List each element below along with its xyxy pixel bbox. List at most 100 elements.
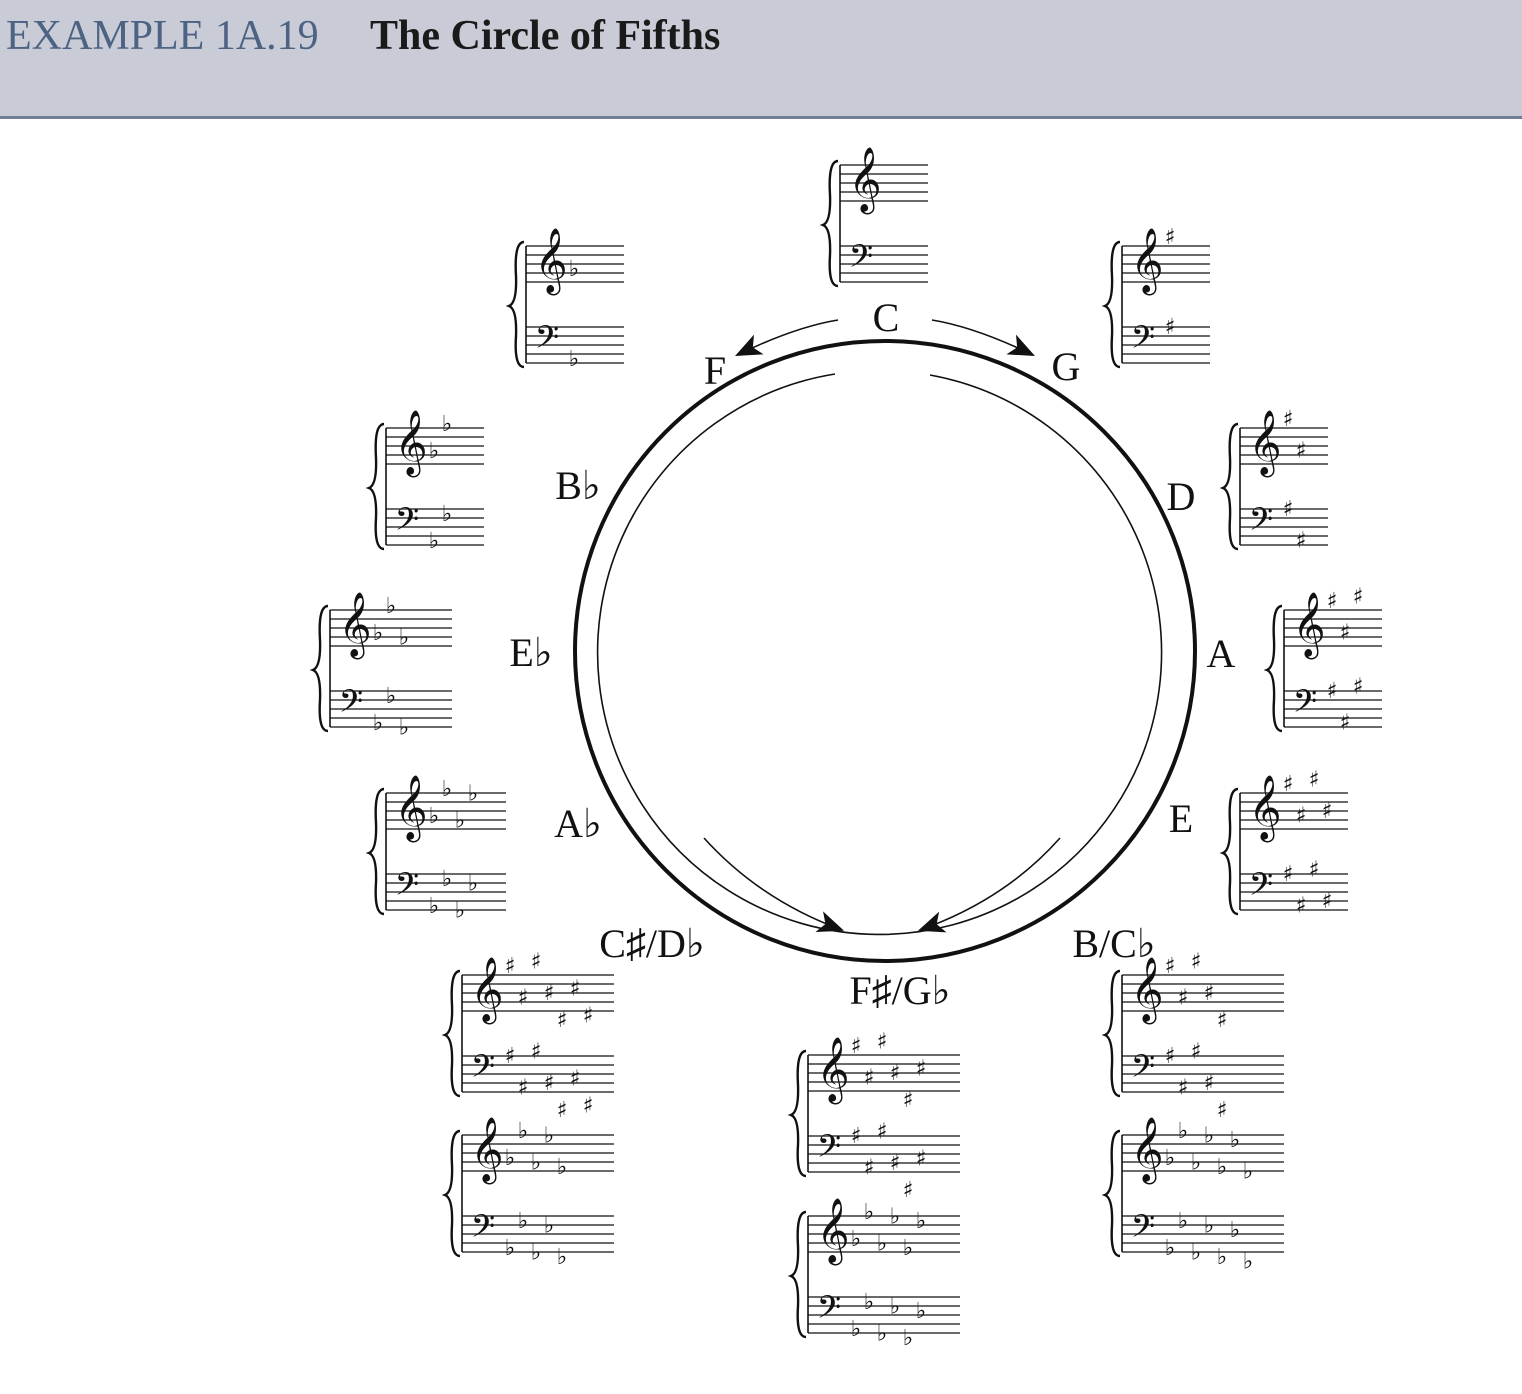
- bass-staff-lines: [462, 1055, 614, 1093]
- flat-icon: ♭: [386, 594, 396, 619]
- flat-icon: ♭: [864, 1290, 874, 1315]
- bass-clef-icon: 𝄢: [817, 1128, 841, 1172]
- bass-staff-lines: [1122, 1055, 1284, 1093]
- bass-staff-lines: [1240, 508, 1328, 546]
- flat-icon: ♭: [429, 804, 439, 829]
- bass-staff-lines: [808, 1296, 960, 1334]
- flat-icon: ♭: [429, 439, 439, 464]
- brace-icon: [309, 604, 329, 733]
- sharp-icon: ♯: [531, 950, 542, 975]
- sharp-icon: ♯: [903, 1178, 914, 1203]
- flat-icon: ♭: [1243, 1250, 1253, 1275]
- flat-icon: ♭: [468, 782, 478, 807]
- inner-arc: [596, 373, 1163, 936]
- flat-icon: ♭: [518, 1119, 528, 1144]
- sharp-icon: ♯: [851, 1124, 862, 1149]
- bass-staff-lines: [330, 690, 452, 728]
- flat-icon: ♭: [455, 899, 465, 924]
- key-label-e: E: [1169, 796, 1193, 841]
- key-label-ab: A♭: [554, 801, 602, 846]
- flat-icon: ♭: [1165, 1236, 1175, 1261]
- grand-staff-cs: 𝄞♯♯♯♯♯♯♯𝄢♯♯♯♯♯♯♯: [441, 950, 614, 1123]
- grand-staff-a: 𝄞♯♯♯𝄢♯♯♯: [1263, 585, 1382, 736]
- flat-icon: ♭: [531, 1151, 541, 1176]
- treble-staff-lines: [386, 792, 506, 830]
- sharp-icon: ♯: [1204, 1071, 1215, 1096]
- sharp-icon: ♯: [570, 977, 581, 1002]
- bass-clef-icon: 𝄢: [1131, 1048, 1155, 1092]
- key-label-b: B/C♭: [1072, 921, 1155, 966]
- key-label-eb: E♭: [509, 630, 552, 675]
- flat-icon: ♭: [531, 1241, 541, 1266]
- treble-clef-icon: 𝄞: [338, 592, 371, 659]
- sharp-icon: ♯: [864, 1066, 875, 1091]
- flat-icon: ♭: [1178, 1119, 1188, 1144]
- bass-clef-icon: 𝄢: [395, 501, 419, 545]
- brace-icon: [819, 159, 839, 288]
- flat-icon: ♭: [544, 1124, 554, 1149]
- treble-staff-lines: [1122, 1134, 1284, 1172]
- flat-icon: ♭: [429, 529, 439, 554]
- sharp-icon: ♯: [1217, 1008, 1228, 1033]
- brace-icon: [441, 1129, 461, 1258]
- key-label-a: A: [1207, 631, 1236, 676]
- arrow-bottom-left: [703, 837, 845, 933]
- sharp-icon: ♯: [851, 1034, 862, 1059]
- brace-icon: [441, 969, 461, 1098]
- bass-clef-icon: 𝄢: [817, 1289, 841, 1333]
- bass-staff-lines: [462, 1215, 614, 1253]
- grand-staff-d: 𝄞♯♯𝄢♯♯: [1219, 407, 1328, 554]
- brace-icon: [1101, 240, 1121, 369]
- bass-clef-icon: 𝄢: [471, 1048, 495, 1092]
- flat-icon: ♭: [399, 626, 409, 651]
- grand-staff-cs: 𝄞♭♭♭♭♭𝄢♭♭♭♭♭: [441, 1117, 614, 1270]
- brace-icon: [1263, 604, 1283, 733]
- sharp-icon: ♯: [1283, 407, 1294, 432]
- bass-clef-icon: 𝄢: [535, 319, 559, 363]
- sharp-icon: ♯: [1340, 711, 1351, 736]
- key-label-cs: C♯/D♭: [599, 921, 705, 966]
- treble-clef-icon: 𝄞: [1292, 592, 1325, 659]
- sharp-icon: ♯: [1296, 529, 1307, 554]
- flat-icon: ♭: [1178, 1209, 1188, 1234]
- flat-icon: ♭: [442, 412, 452, 437]
- example-label: EXAMPLE 1A.19: [6, 13, 319, 59]
- grand-staff-g: 𝄞♯𝄢♯: [1101, 225, 1210, 369]
- brace-icon: [787, 1210, 807, 1339]
- header-bar: EXAMPLE 1A.19 The Circle of Fifths: [0, 0, 1522, 119]
- sharp-icon: ♯: [864, 1156, 875, 1181]
- brace-icon: [1219, 422, 1239, 551]
- flat-icon: ♭: [916, 1209, 926, 1234]
- treble-staff-lines: [1284, 609, 1382, 647]
- flat-icon: ♭: [1243, 1160, 1253, 1185]
- sharp-icon: ♯: [1178, 1076, 1189, 1101]
- sharp-icon: ♯: [1165, 225, 1176, 250]
- sharp-icon: ♯: [1353, 585, 1364, 610]
- sharp-icon: ♯: [505, 954, 516, 979]
- arrow-clockwise: [931, 319, 1035, 356]
- flat-icon: ♭: [916, 1299, 926, 1324]
- flat-icon: ♭: [1217, 1245, 1227, 1270]
- sharp-icon: ♯: [1283, 497, 1294, 522]
- treble-staff-lines: [840, 164, 928, 202]
- flat-icon: ♭: [373, 711, 383, 736]
- flat-icon: ♭: [851, 1317, 861, 1342]
- outer-circle: [573, 339, 1197, 963]
- bass-clef-icon: 𝄢: [471, 1208, 495, 1252]
- sharp-icon: ♯: [1191, 1040, 1202, 1065]
- sharp-icon: ♯: [583, 1004, 594, 1029]
- sharp-icon: ♯: [1327, 679, 1338, 704]
- sharp-icon: ♯: [1340, 621, 1351, 646]
- flat-icon: ♭: [442, 777, 452, 802]
- brace-icon: [365, 422, 385, 551]
- flat-icon: ♭: [557, 1155, 567, 1180]
- flat-icon: ♭: [1204, 1214, 1214, 1239]
- flat-icon: ♭: [1204, 1124, 1214, 1149]
- bass-staff-lines: [526, 326, 624, 364]
- brace-icon: [1101, 1129, 1121, 1258]
- flat-icon: ♭: [1230, 1218, 1240, 1243]
- grand-staff-b: 𝄞♯♯♯♯♯𝄢♯♯♯♯♯: [1101, 950, 1284, 1123]
- treble-clef-icon: 𝄞: [470, 957, 503, 1024]
- bass-staff-lines: [808, 1135, 960, 1173]
